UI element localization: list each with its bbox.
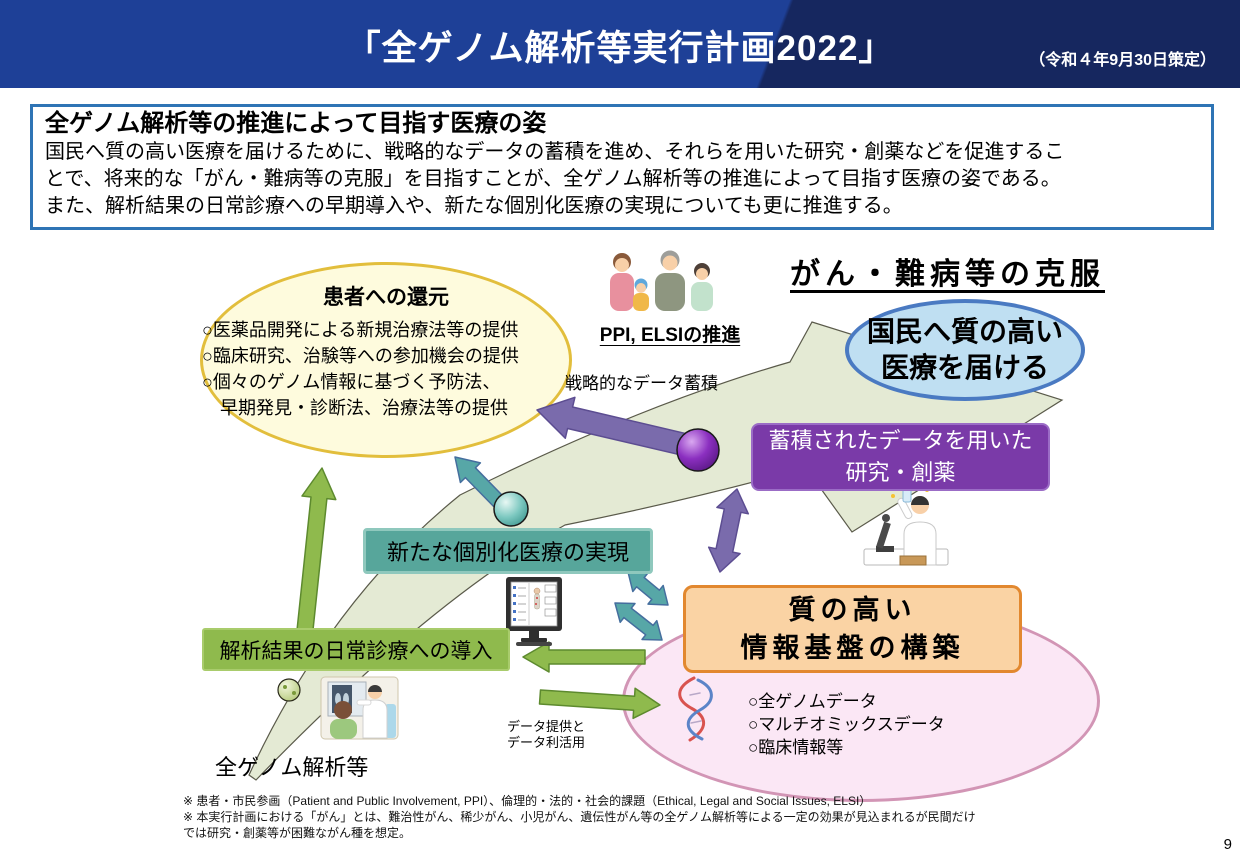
teal-upleft-arrow	[454, 456, 506, 509]
footnote-line: ※ 本実行計画における「がん」とは、難治性がん、稀少がん、小児がん、遺伝性がん等…	[183, 810, 976, 824]
patient-return-item: ○医薬品開発による新規治療法等の提供	[202, 320, 519, 340]
data-flow-label: データ提供と データ利活用	[507, 719, 585, 751]
intro-heading: 全ゲノム解析等の推進によって目指す医療の姿	[45, 110, 547, 137]
patient-return-title: 患者への還元	[323, 286, 449, 309]
research-drug-box: 蓄積されたデータを用いた 研究・創薬	[751, 423, 1050, 491]
footnote-line: では研究・創薬等が困難ながん種を想定。	[183, 826, 412, 840]
teal-sphere	[493, 491, 529, 527]
green-box-label: 解析結果の日常診療への導入	[219, 639, 493, 663]
teal-double-arrow-2	[614, 602, 663, 641]
patient-return-item: ○臨床研究、治験等への参加機会の提供	[202, 346, 519, 366]
patient-return-items: ○医薬品開発による新規治療法等の提供 ○臨床研究、治験等への参加機会の提供 ○個…	[202, 317, 582, 421]
green-up-arrow	[296, 467, 337, 632]
blue-ellipse-line2: 医療を届ける	[880, 352, 1049, 383]
orange-box-line2: 情報基盤の構築	[740, 633, 965, 663]
green-sphere	[277, 678, 301, 702]
strategic-data-label: 戦略的なデータ蓄積	[565, 374, 718, 393]
data-flow-line2: データ利活用	[507, 735, 586, 750]
green-left-arrow	[522, 641, 646, 673]
family-icon	[610, 250, 713, 311]
patient-return-item: 早期発見・診断法、治療法等の提供	[202, 398, 508, 418]
intro-line-2: とで、将来的な「がん・難病等の克服」を目指すことが、全ゲノム解析等の推進によって…	[45, 167, 1061, 190]
header-date-note: （令和４年9月30日策定）	[1029, 52, 1216, 69]
infrastructure-item: ○臨床情報等	[748, 738, 844, 757]
goal-heading: がん・難病等の克服	[790, 258, 1105, 291]
data-flow-line1: データ提供と	[507, 719, 586, 734]
infrastructure-item: ○全ゲノムデータ	[748, 692, 877, 711]
blue-ellipse-line1: 国民へ質の高い	[866, 316, 1063, 348]
intro-line-1: 国民へ質の高い医療を届けるために、戦略的なデータの蓄積を進め、それらを用いた研究…	[45, 140, 1065, 163]
personalized-medicine-box: 新たな個別化医療の実現	[363, 528, 653, 574]
page-number: 9	[1223, 836, 1232, 853]
page-title: 「全ゲノム解析等実行計画2022」	[345, 29, 895, 68]
infrastructure-items: ○全ゲノムデータ ○マルチオミックスデータ ○臨床情報等	[748, 690, 945, 759]
info-infrastructure-box: 質の高い 情報基盤の構築	[683, 585, 1022, 673]
teal-double-arrow-1	[627, 571, 669, 606]
infrastructure-item: ○マルチオミックスデータ	[748, 715, 945, 734]
purple-box-line2: 研究・創薬	[845, 460, 956, 485]
footnotes: ※ 患者・市民参画（Patient and Public Involvement…	[183, 793, 1183, 841]
whole-genome-label: 全ゲノム解析等	[215, 755, 369, 780]
footnote-line: ※ 患者・市民参画（Patient and Public Involvement…	[183, 794, 872, 808]
purple-double-arrow	[707, 488, 750, 573]
monitor-icon	[506, 577, 562, 646]
orange-box-line1: 質の高い	[788, 595, 917, 625]
teal-box-label: 新たな個別化医療の実現	[386, 540, 629, 565]
daily-care-box: 解析結果の日常診療への導入	[202, 628, 510, 671]
intro-box: 全ゲノム解析等の推進によって目指す医療の姿 国民へ質の高い医療を届けるために、戦…	[30, 104, 1214, 230]
patient-return-item: ○個々のゲノム情報に基づく予防法、	[202, 372, 501, 392]
doctor-patient-icon	[320, 676, 399, 740]
purple-sphere	[676, 428, 720, 472]
purple-box-line1: 蓄積されたデータを用いた	[768, 428, 1033, 453]
national-goal-ellipse: 国民へ質の高い 医療を届ける	[845, 299, 1085, 401]
header-band: 「全ゲノム解析等実行計画2022」 （令和４年9月30日策定）	[0, 0, 1240, 88]
intro-line-3: また、解析結果の日常診療への早期導入や、新たな個別化医療の実現についても更に推進…	[45, 194, 903, 217]
ppi-elsi-label: PPI, ELSIの推進	[599, 325, 741, 346]
